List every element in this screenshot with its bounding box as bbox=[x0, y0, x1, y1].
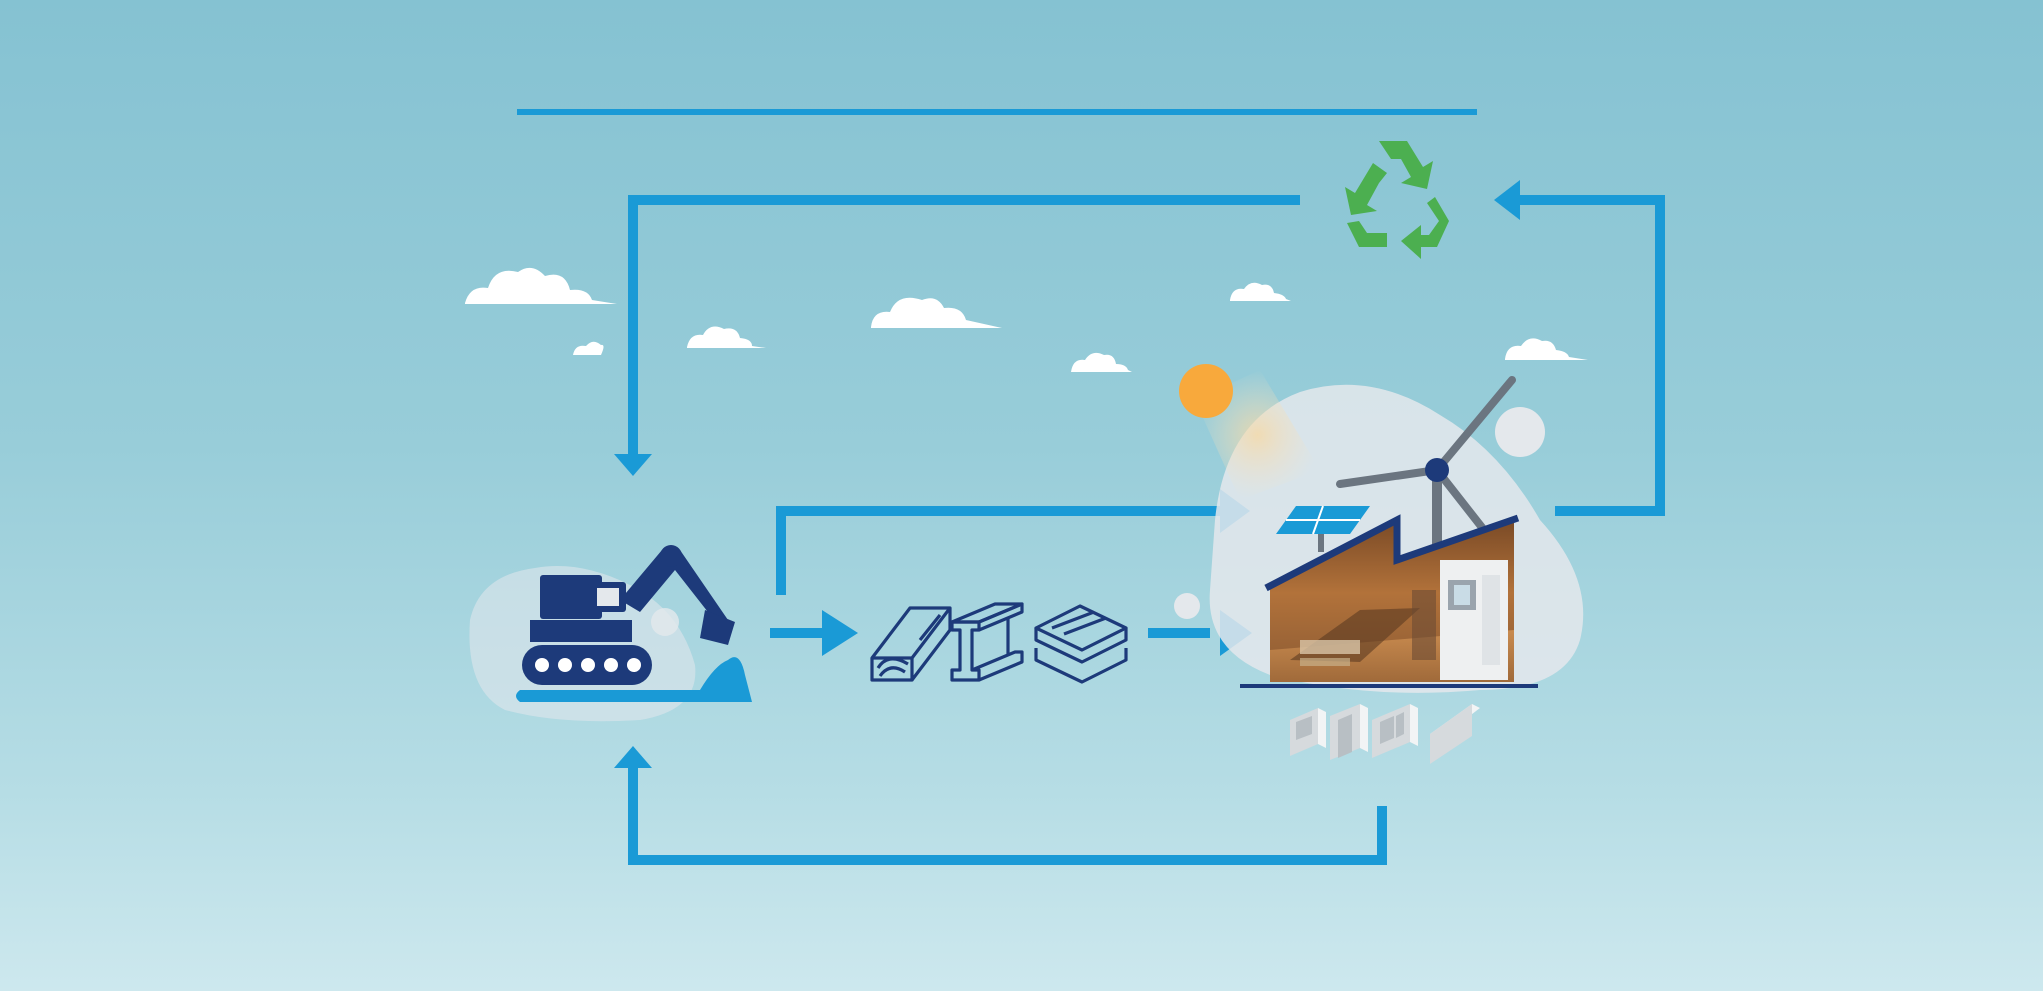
cloud-icon bbox=[1230, 283, 1291, 301]
cloud-icon bbox=[573, 342, 604, 355]
prefab-wall-icon bbox=[1290, 708, 1326, 756]
arrow-down-icon bbox=[614, 454, 652, 476]
flow-modules-to-excavation bbox=[633, 766, 1382, 860]
recycle-icon bbox=[1345, 141, 1449, 259]
cloud-icon bbox=[1071, 353, 1132, 372]
cloud-icon bbox=[1505, 338, 1588, 360]
prefab-slab-icon bbox=[1430, 704, 1480, 764]
materials-node bbox=[872, 604, 1126, 682]
decorative-dot bbox=[1174, 593, 1200, 619]
timber-beam-icon bbox=[872, 608, 950, 680]
sun-icon bbox=[1179, 364, 1233, 418]
decorative-dot bbox=[651, 608, 679, 636]
steel-i-beam-icon bbox=[952, 604, 1022, 680]
prefab-window-module-icon bbox=[1372, 704, 1418, 758]
arrow-left-icon bbox=[1494, 180, 1520, 220]
decorative-dot bbox=[1495, 407, 1545, 457]
excavation-node bbox=[469, 545, 752, 721]
prefab-door-module-icon bbox=[1330, 704, 1368, 760]
flow-excavation-to-factory bbox=[781, 511, 1226, 595]
prefab-module-icons bbox=[1290, 704, 1480, 764]
cloud-icon bbox=[465, 268, 617, 304]
factory-node bbox=[1174, 364, 1583, 693]
stacked-panels-icon bbox=[1036, 606, 1126, 682]
arrow-up-icon bbox=[614, 746, 652, 768]
arrow-right-icon bbox=[822, 610, 858, 656]
cloud-icon bbox=[687, 327, 766, 348]
cloud-icon bbox=[871, 298, 1002, 328]
